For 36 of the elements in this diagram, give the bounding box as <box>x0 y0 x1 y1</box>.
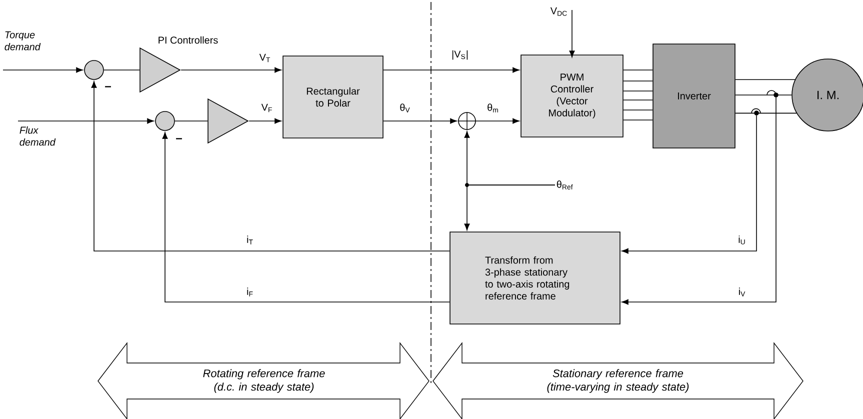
edge-label: i$_{U}$ <box>737 234 747 246</box>
process-box: PWM Controller (Vector Modulator) <box>520 54 624 138</box>
arrow <box>91 81 450 252</box>
edge-label: i$_{T}$ <box>246 234 254 246</box>
inverter-box: Inverter <box>652 44 736 148</box>
edge-label: i$_{F}$ <box>246 286 254 298</box>
edge-label: V$_{T}$ <box>258 52 272 64</box>
edge-label: θ$_{m}$ <box>486 102 500 114</box>
summing-junction <box>84 60 104 80</box>
arrow <box>180 67 282 73</box>
arrow <box>162 132 450 302</box>
arrow <box>476 118 520 124</box>
summing-junction <box>155 111 175 131</box>
arrow <box>18 118 154 124</box>
arrow <box>383 118 457 124</box>
edge-label: i$_{V}$ <box>737 286 747 298</box>
voltage-label: V$_{DC}$ <box>550 7 567 16</box>
input-label: Flux demand <box>20 126 56 146</box>
edge-label: V$_{F}$ <box>260 102 274 114</box>
input-label: Torque demand <box>4 31 41 50</box>
edge-label: θ$_{V}$ <box>398 102 412 114</box>
edge-label: |V$_{S}$| <box>450 49 470 61</box>
process-box: Transform from 3-phase stationary to two-axis rotating reference frame <box>450 232 620 324</box>
reference-angle-label: θ$_{Ref}$ <box>556 180 573 190</box>
arrow <box>248 118 282 124</box>
minus-sign: – <box>105 86 111 88</box>
process-box: Rectangular to Polar <box>282 56 384 138</box>
arrow <box>569 10 575 58</box>
summing-junction <box>458 112 476 130</box>
arrow <box>622 115 757 254</box>
arrow <box>383 67 520 73</box>
arrow <box>464 184 556 230</box>
controller-label: PI Controllers <box>158 36 218 44</box>
minus-sign: – <box>176 138 182 140</box>
arrow <box>622 97 776 305</box>
arrow <box>2 67 83 73</box>
